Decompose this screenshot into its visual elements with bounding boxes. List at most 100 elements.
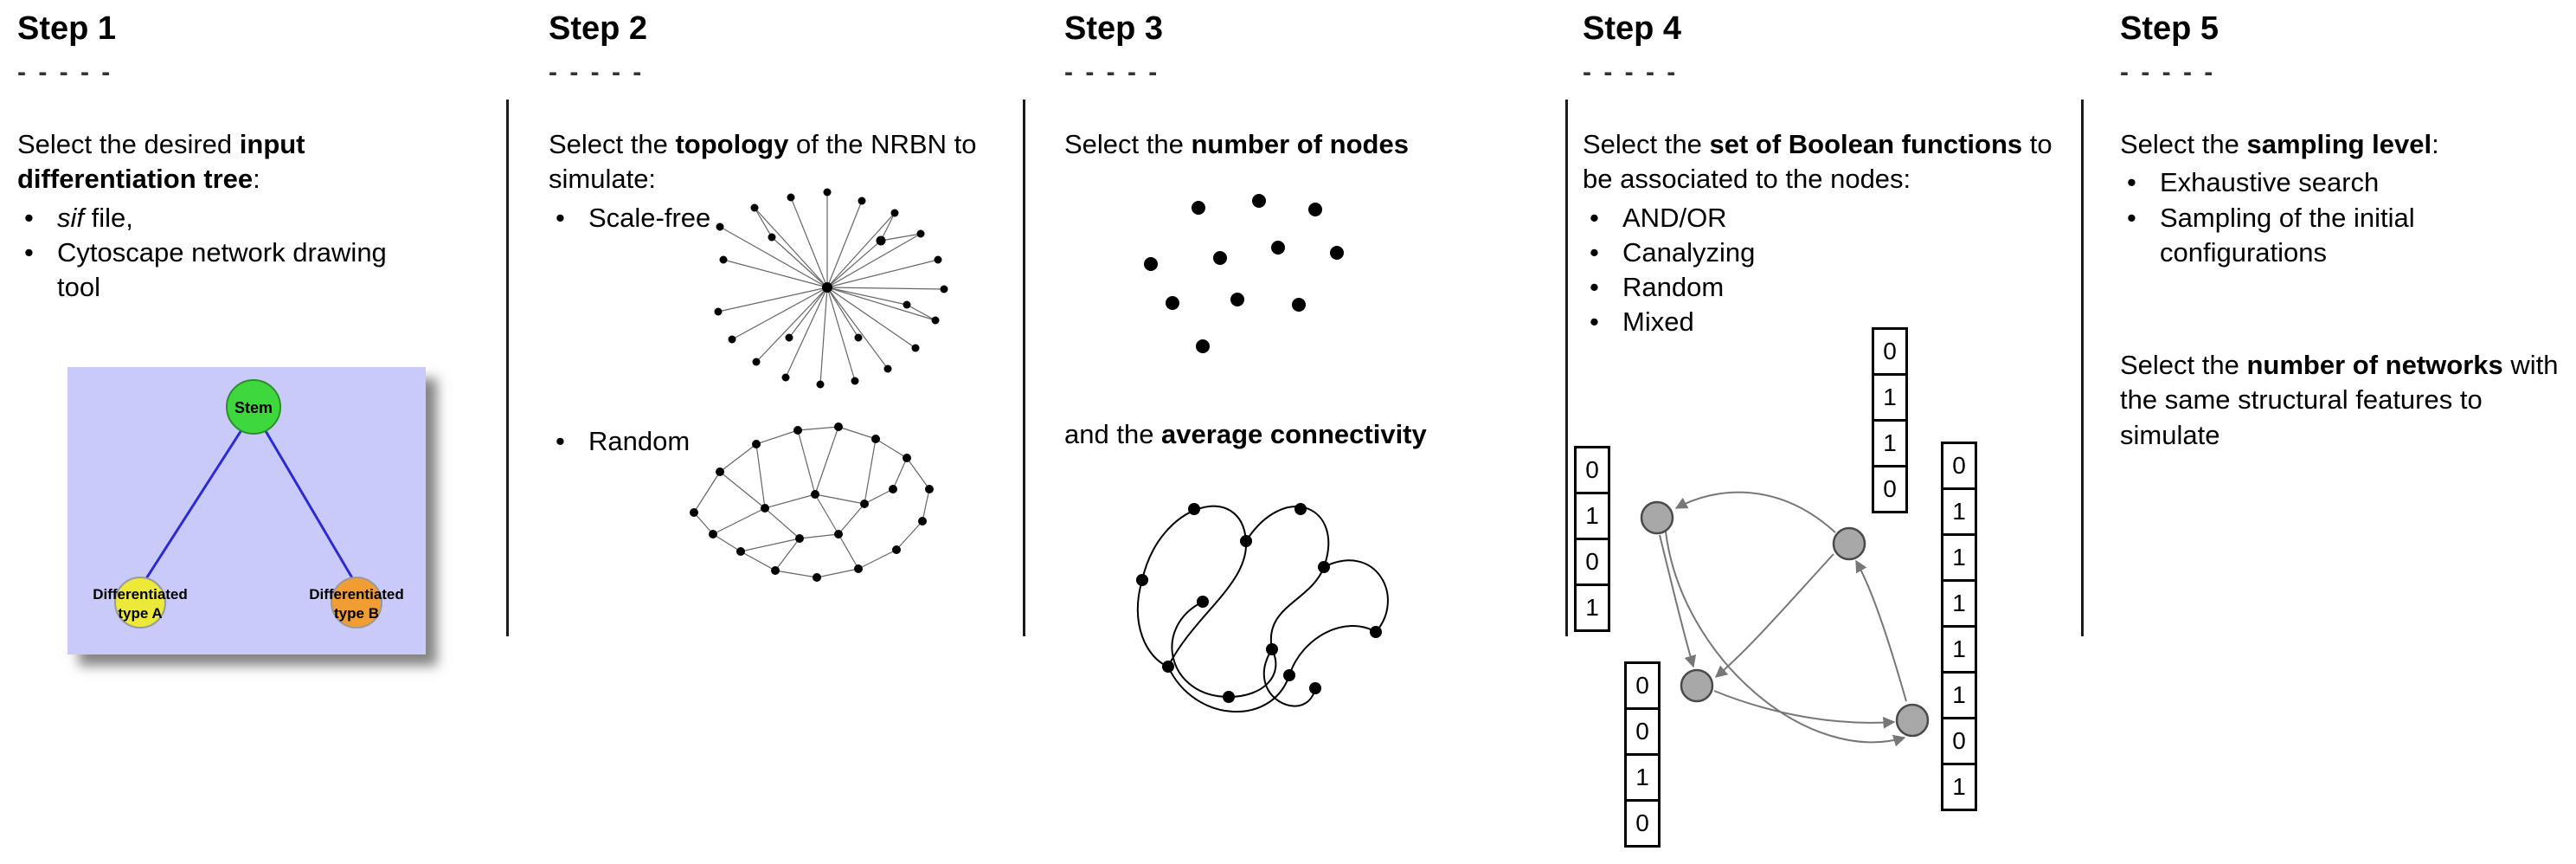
column-divider-2 bbox=[1023, 100, 1025, 636]
random-network-graphic bbox=[690, 422, 934, 582]
type-a-label-line1: Differentiated bbox=[93, 586, 188, 603]
step-2-column: Step 2 - - - - - Select the topology of … bbox=[549, 10, 1020, 582]
random-network-edges bbox=[693, 426, 930, 578]
step-1-intro: Select the desired input differentiation… bbox=[17, 127, 424, 197]
truth-table-cell: 1 bbox=[1624, 753, 1661, 802]
scale-free-network-graphic bbox=[714, 188, 948, 389]
step-1-intro-pre: Select the desired bbox=[17, 129, 240, 159]
bullet-marker: • bbox=[2127, 167, 2136, 198]
step-5-column: Step 5 - - - - - Select the sampling lev… bbox=[2120, 10, 2561, 453]
sif-rest: file, bbox=[84, 202, 133, 233]
step-3-connectivity-bold: average connectivity bbox=[1161, 419, 1427, 449]
step-5-networks-text: Select the number of networks with the s… bbox=[2120, 348, 2561, 453]
bullet-and-or-label: AND/OR bbox=[1622, 202, 1727, 233]
step-1-intro-post: : bbox=[253, 164, 260, 195]
step-1-dashes: - - - - - bbox=[17, 58, 113, 87]
bullet-scale-free-label: Scale-free bbox=[588, 202, 711, 233]
step-3-connectivity-text: and the average connectivity bbox=[1064, 417, 1559, 452]
bullet-random-label: Random bbox=[588, 426, 691, 456]
bullet-sampling-initial-label: Sampling of the initial configurations bbox=[2160, 202, 2415, 268]
bullet-scale-free: •Scale-free bbox=[549, 201, 1020, 235]
truth-table-cell: 0 bbox=[1574, 538, 1610, 586]
bullet-exhaustive-search: •Exhaustive search bbox=[2120, 165, 2561, 200]
boolean-network-arrows bbox=[1659, 491, 1907, 747]
bullet-marker: • bbox=[1590, 236, 1599, 268]
step-4-bullet-list: • AND/OR • Canalyzing • Random • Mixed bbox=[1583, 201, 2069, 340]
scatter-dots bbox=[1144, 194, 1344, 353]
step-4-intro-bold: set of Boolean functions bbox=[1709, 129, 2023, 159]
step-2-header: Step 2 bbox=[549, 10, 648, 47]
step-5-dashes: - - - - - bbox=[2120, 58, 2216, 87]
bullet-mixed-label: Mixed bbox=[1622, 306, 1694, 338]
bullet-sif-file: • sif file, bbox=[17, 201, 424, 235]
truth-table-cell: 1 bbox=[1941, 533, 1977, 582]
step-5-intro: Select the sampling level: bbox=[2120, 127, 2561, 162]
sif-italic: sif bbox=[57, 202, 84, 233]
truth-table-cell: 0 bbox=[1872, 327, 1908, 376]
column-divider-4 bbox=[2081, 100, 2084, 636]
truth-table-cell: 0 bbox=[1941, 442, 1977, 490]
step-5-networks-pre: Select the bbox=[2120, 350, 2247, 381]
step-3-intro-pre: Select the bbox=[1064, 129, 1192, 159]
bullet-marker: • bbox=[1590, 306, 1599, 338]
step-4-intro: Select the set of Boolean functions to b… bbox=[1583, 127, 2069, 197]
scale-free-nodes bbox=[714, 188, 948, 389]
type-b-label-line1: Differentiated bbox=[309, 586, 404, 603]
step-2-intro-bold: topology bbox=[675, 129, 789, 159]
stem-node bbox=[226, 379, 281, 435]
bullet-random: • Random bbox=[549, 424, 722, 459]
truth-table-cell: 0 bbox=[1574, 446, 1610, 494]
truth-table-cell: 1 bbox=[1574, 584, 1610, 632]
tree-edge-stem-to-b bbox=[258, 420, 358, 586]
step-5-bullet-list: •Exhaustive search •Sampling of the init… bbox=[2120, 165, 2561, 270]
bullet-canalyzing: • Canalyzing bbox=[1583, 235, 2069, 270]
truth-table-cell: 1 bbox=[1941, 671, 1977, 719]
step-3-dashes: - - - - - bbox=[1064, 58, 1160, 87]
type-b-node bbox=[331, 577, 382, 629]
step-1-intro-bold: input differentiation tree bbox=[17, 129, 305, 195]
differentiation-tree-svg: Stem Differentiated type A Differentiate… bbox=[93, 379, 404, 629]
step-3-connectivity-pre: and the bbox=[1064, 419, 1162, 449]
truth-table-cell: 0 bbox=[1624, 799, 1661, 848]
stem-node-label: Stem bbox=[234, 399, 273, 416]
step-4-dashes: - - - - - bbox=[1583, 58, 1679, 87]
step-1-header: Step 1 bbox=[17, 10, 117, 47]
step-5-intro-bold: sampling level bbox=[2246, 129, 2432, 159]
step-1-column: Step 1 - - - - - Select the desired inpu… bbox=[17, 10, 426, 654]
truth-table-cell: 0 bbox=[1941, 717, 1977, 765]
step-5-networks-post: with the same structural features to sim… bbox=[2120, 350, 2559, 450]
bullet-random-functions: • Random bbox=[1583, 270, 2069, 305]
bullet-and-or: • AND/OR bbox=[1583, 201, 2069, 235]
scale-free-edges bbox=[717, 192, 945, 385]
step-5-header: Step 5 bbox=[2120, 10, 2219, 47]
bullet-marker: • bbox=[24, 202, 34, 233]
tree-edge-stem-to-a bbox=[140, 420, 249, 586]
bullet-marker: • bbox=[24, 236, 34, 268]
step-3-column: Step 3 - - - - - Select the number of no… bbox=[1064, 10, 1559, 713]
truth-table-cell: 1 bbox=[1574, 492, 1610, 540]
bullet-marker: • bbox=[1590, 272, 1599, 303]
bullet-sampling-initial: •Sampling of the initial configurations bbox=[2120, 201, 2561, 271]
step-4-intro-post: to be associated to the nodes: bbox=[1583, 129, 2052, 195]
step-2-intro-pre: Select the bbox=[549, 129, 676, 159]
type-a-node bbox=[114, 577, 166, 629]
bullet-marker: • bbox=[556, 426, 565, 456]
truth-table-cell: 1 bbox=[1941, 625, 1977, 674]
step-2-bullet-list: •Scale-free bbox=[549, 201, 1020, 235]
truth-table-cell: 0 bbox=[1624, 707, 1661, 756]
nodes-scatter-graphic bbox=[1144, 194, 1344, 353]
column-divider-3 bbox=[1565, 100, 1568, 636]
bullet-random-functions-label: Random bbox=[1622, 272, 1725, 303]
step-5-intro-post: : bbox=[2431, 129, 2439, 159]
step-3-intro-bold: number of nodes bbox=[1191, 129, 1409, 159]
step-5-intro-pre: Select the bbox=[2120, 129, 2247, 159]
bullet-marker: • bbox=[1590, 202, 1599, 233]
bullet-canalyzing-label: Canalyzing bbox=[1622, 236, 1756, 268]
step-4-intro-pre: Select the bbox=[1583, 129, 1710, 159]
